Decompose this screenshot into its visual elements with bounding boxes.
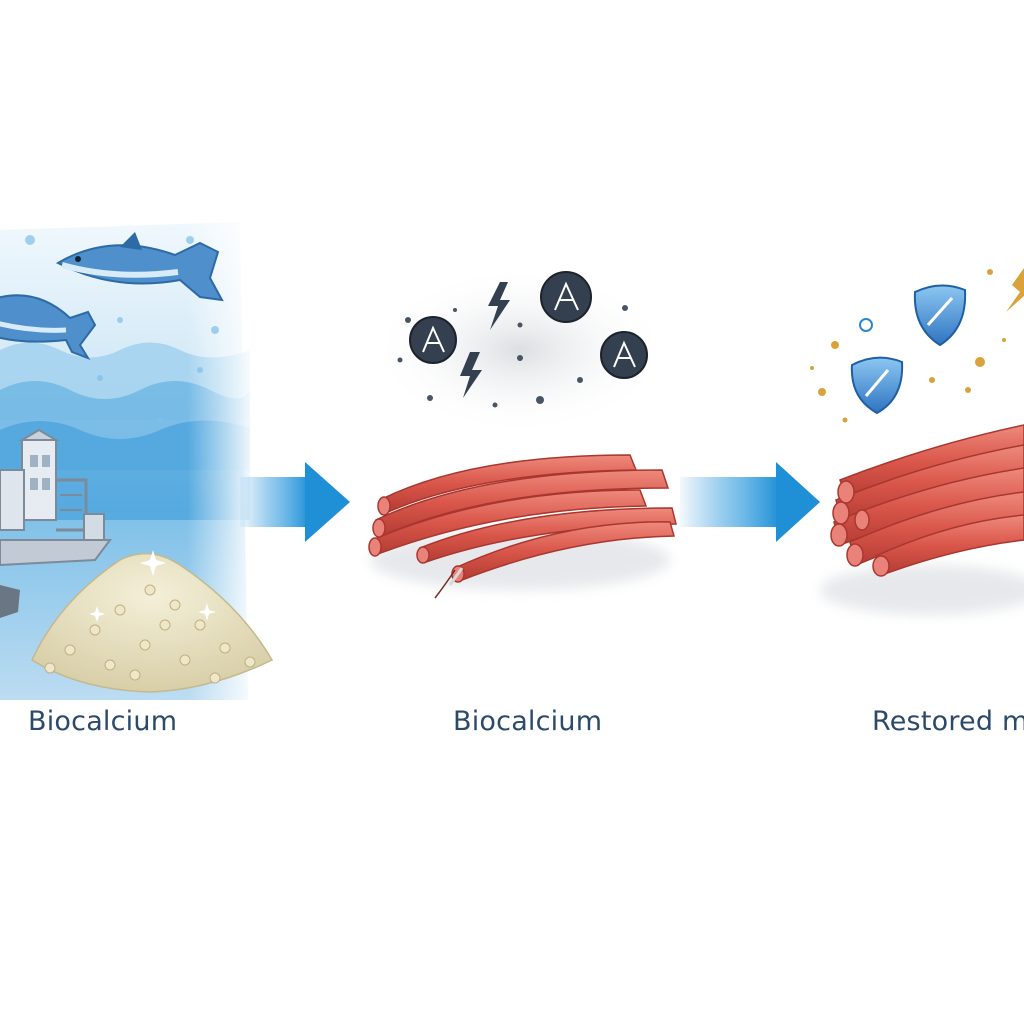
step-1-label: Biocalcium [28,706,178,737]
lightning-bolt-icon [1006,268,1024,312]
free-radical-icon [600,331,648,379]
free-radical-icon [409,316,457,364]
arrow-right-icon [680,462,820,542]
step-2-label: Biocalcium [453,706,603,737]
shield-icon [913,284,967,347]
shield-icon [850,356,904,415]
lightning-bolt-icon [488,282,510,330]
tuna-fish-icon [55,232,224,302]
restored-muscle-fibers [820,424,1024,615]
sparkle-icon [89,550,216,622]
factory-icon [0,428,112,618]
free-radical-icon [540,271,592,323]
arrow-right-icon [240,462,350,542]
sparkle-icon [810,269,1006,423]
free-radical-cloud [370,265,670,435]
damaged-muscle-fibers [368,454,677,599]
antioxidant-shields [810,268,1024,423]
tuna-fish-icon [0,294,97,360]
lightning-bolt-icon [460,352,482,398]
step-3-label: Restored m [872,706,1024,737]
calcium-powder-pile [31,550,274,693]
